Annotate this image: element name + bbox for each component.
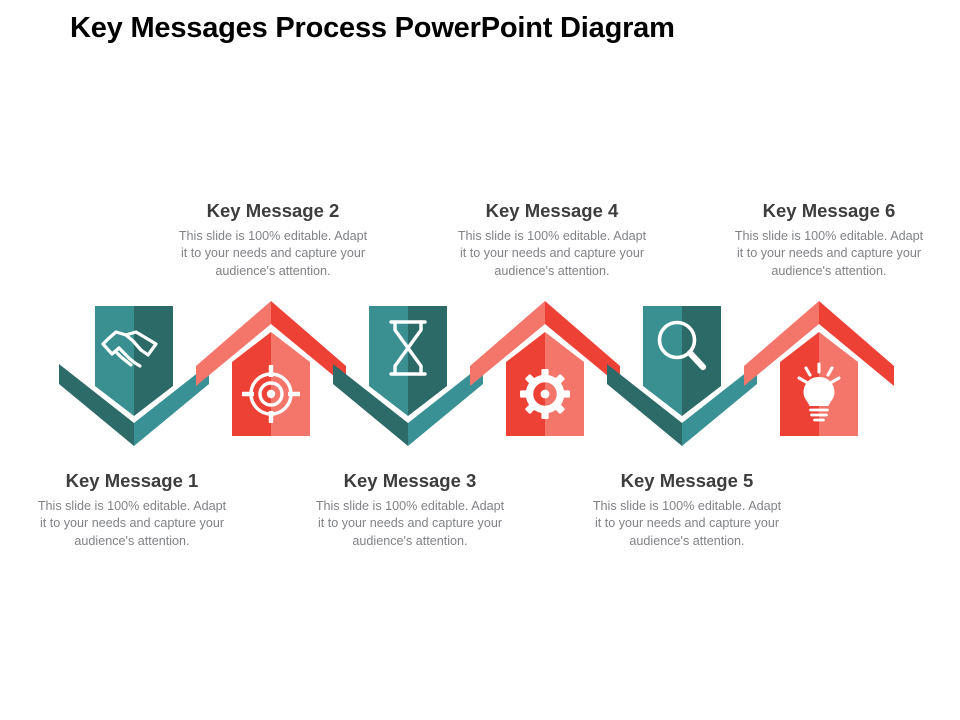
diagram-unit-2[interactable]	[176, 296, 366, 446]
target-icon	[242, 365, 300, 423]
message-title-6: Key Message 6	[762, 200, 896, 221]
message-body-3: This slide is 100% editable. Adapt it to…	[315, 499, 505, 548]
message-body-6: This slide is 100% editable. Adapt it to…	[734, 229, 924, 278]
gear-icon	[520, 369, 570, 419]
unit-2-arm-right	[271, 301, 346, 386]
message-title-1: Key Message 1	[65, 470, 199, 491]
message-body-2: This slide is 100% editable. Adapt it to…	[178, 229, 368, 278]
process-diagram	[0, 296, 960, 446]
message-body-1: This slide is 100% editable. Adapt it to…	[37, 499, 227, 548]
diagram-unit-1[interactable]	[39, 296, 229, 446]
message-block-3: Key Message 3 This slide is 100% editabl…	[300, 470, 520, 550]
diagram-unit-3[interactable]	[313, 296, 503, 446]
message-block-6: Key Message 6 This slide is 100% editabl…	[719, 200, 939, 280]
message-title-3: Key Message 3	[343, 470, 477, 491]
unit-3-arm-right	[408, 364, 483, 446]
message-title-5: Key Message 5	[620, 470, 754, 491]
unit-6-arm-right	[819, 301, 894, 386]
unit-2-arm-left	[196, 301, 271, 386]
message-body-4: This slide is 100% editable. Adapt it to…	[457, 229, 647, 278]
unit-5-arm-right	[682, 364, 757, 446]
diagram-unit-4[interactable]	[450, 296, 640, 446]
unit-1-arm-right	[134, 364, 209, 446]
unit-1-arm-left	[59, 364, 134, 446]
message-title-4: Key Message 4	[485, 200, 619, 221]
message-block-2: Key Message 2 This slide is 100% editabl…	[163, 200, 383, 280]
unit-4-arm-left	[470, 301, 545, 386]
unit-5-body-left	[643, 306, 682, 416]
message-block-5: Key Message 5 This slide is 100% editabl…	[577, 470, 797, 550]
unit-6-arm-left	[744, 301, 819, 386]
message-title-2: Key Message 2	[206, 200, 340, 221]
lightbulb-icon	[797, 362, 841, 422]
diagram-unit-6[interactable]	[724, 296, 914, 446]
diagram-unit-5[interactable]	[587, 296, 777, 446]
unit-1-body-right	[134, 306, 173, 416]
unit-4-arm-right	[545, 301, 620, 386]
unit-3-arm-left	[333, 364, 408, 446]
handshake-icon	[101, 330, 158, 368]
message-block-4: Key Message 4 This slide is 100% editabl…	[442, 200, 662, 280]
page-title: Key Messages Process PowerPoint Diagram	[70, 12, 675, 44]
message-block-1: Key Message 1 This slide is 100% editabl…	[22, 470, 242, 550]
message-body-5: This slide is 100% editable. Adapt it to…	[592, 499, 782, 548]
magnifier-icon	[657, 320, 707, 371]
unit-5-arm-left	[607, 364, 682, 446]
hourglass-icon	[389, 320, 427, 376]
